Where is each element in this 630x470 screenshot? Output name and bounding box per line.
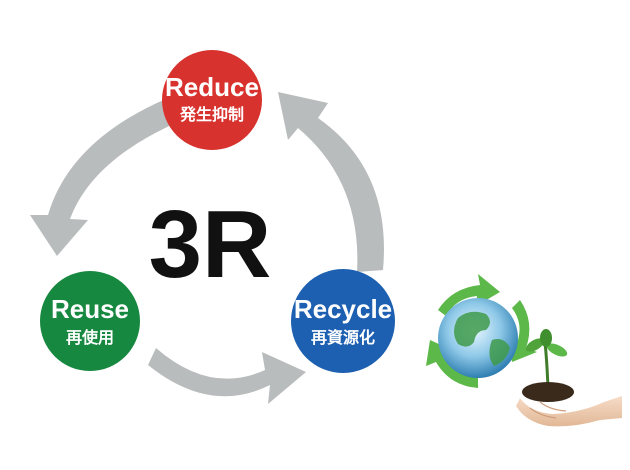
node-reuse: Reuse 再使用 [40, 271, 140, 371]
node-recycle-title: Recycle [294, 294, 392, 324]
node-reduce-subtitle: 発生抑制 [179, 105, 244, 124]
node-reduce-circle [162, 50, 262, 150]
node-reuse-title: Reuse [51, 294, 129, 324]
node-recycle-circle [291, 269, 395, 373]
center-title: 3R [149, 191, 272, 298]
seedling-icon [525, 329, 568, 389]
arrow-reuse-to-recycle [148, 348, 306, 404]
node-reuse-circle [40, 271, 140, 371]
cycle-arrows [30, 92, 384, 404]
node-recycle-subtitle: 再資源化 [311, 328, 375, 347]
globe-icon [438, 298, 518, 378]
arrow-recycle-to-reduce [278, 92, 384, 272]
eco-illustration [426, 274, 622, 427]
hands-icon [516, 396, 622, 427]
node-reduce-title: Reduce [165, 72, 259, 102]
node-reuse-subtitle: 再使用 [66, 328, 114, 347]
hand-finger-lines [529, 401, 567, 419]
node-reduce: Reduce 発生抑制 [162, 50, 262, 150]
soil-mound [522, 382, 574, 402]
arrow-reduce-to-reuse [30, 98, 178, 256]
globe-continents [454, 311, 510, 366]
node-recycle: Recycle 再資源化 [291, 269, 395, 373]
